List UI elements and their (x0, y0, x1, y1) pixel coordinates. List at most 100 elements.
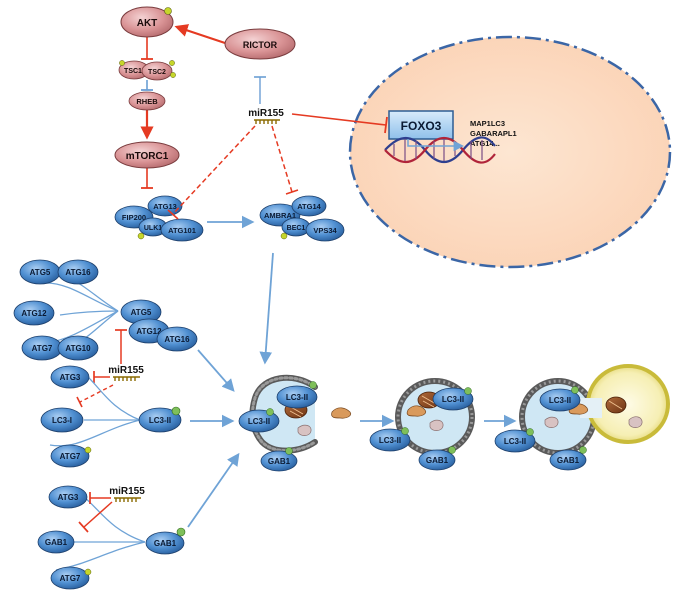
mir155-inhibits-ulk (172, 125, 256, 215)
cargo-protein-icon (429, 419, 444, 431)
mir155-top-label: miR155 (248, 108, 284, 119)
atg10-label: ATG10 (65, 344, 91, 353)
nucleus: FOXO3 MAP1LC3 GABARAPL1 ATG14... (348, 35, 672, 269)
mtorc1-label: mTORC1 (126, 151, 169, 162)
atg3-node (50, 365, 90, 389)
atg12-label: ATG12 (21, 309, 47, 318)
s3-lc3-ii-b-label: LC3-II (504, 437, 526, 446)
s3-lc3-ii-a-label: LC3-II (549, 396, 571, 405)
target-gene-3: ATG14... (470, 139, 500, 148)
atg16-label: ATG16 (65, 268, 91, 277)
s2-lc3-ii-a (432, 387, 474, 411)
cargo-protein-icon (297, 424, 312, 436)
atg12-node (13, 300, 55, 326)
s1-gab1 (260, 450, 298, 472)
atg16-complex-node (156, 326, 198, 352)
mir155-inhibits-gab1 (83, 501, 113, 528)
atg5-label: ATG5 (30, 268, 51, 277)
gab-pathway: ATG3 GAB1 ATG7 GAB1 miR155 (37, 485, 186, 590)
vps34-label: VPS34 (313, 226, 337, 235)
gab-gab1-node (37, 530, 75, 554)
mir155-inhibits-lc3-dashed (79, 384, 114, 403)
cargo-protein-icon (628, 416, 643, 428)
s1-lc3-ii-a (276, 385, 318, 409)
phospho-dot (137, 232, 145, 240)
s3-lc3-ii-b (494, 429, 536, 453)
phospho-dot (84, 446, 92, 454)
vps34-node (305, 218, 345, 242)
gab1-to-phagophore-arrow (187, 452, 240, 528)
atg7-label: ATG7 (32, 344, 53, 353)
target-gene-2: GABARAPL1 (470, 129, 517, 138)
s3-gab1-label: GAB1 (557, 456, 580, 465)
akt-mtor-pathway: AKT TSC1 TSC2 RHEB mTORC1 RICTOR (114, 6, 296, 189)
tsc2-node (141, 61, 173, 81)
fip200-label: FIP200 (122, 213, 146, 222)
cargo-protein-icon (331, 407, 352, 419)
gab-atg7-node (50, 566, 90, 590)
phospho-dot (119, 60, 125, 66)
rheb-label: RHEB (136, 97, 158, 106)
foxo3-label: FOXO3 (401, 119, 442, 133)
pi3k-complex: AMBRA1 ATG14 BEC1 VPS34 (259, 195, 345, 242)
nucleus-membrane (348, 35, 672, 269)
phospho-dot (169, 60, 175, 66)
mir155-gab-label: miR155 (109, 486, 145, 497)
s2-lc3-ii-b (369, 428, 411, 452)
autolysosome-stage-3: LC3-II LC3-II GAB1 (494, 364, 670, 471)
cargo-protein-icon (544, 416, 559, 428)
atg12-complex-label: ATG12 (136, 327, 162, 336)
atg101-node (160, 218, 204, 242)
atg5-complex-label: ATG5 (131, 308, 152, 317)
conjugation-curves (45, 282, 119, 344)
atg7b-node (50, 444, 90, 468)
s3-gab1 (549, 449, 587, 471)
mirna-strand-icon (114, 497, 141, 502)
atg7b-label: ATG7 (60, 452, 81, 461)
atg3-label: ATG3 (60, 373, 81, 382)
atg13-node (147, 195, 183, 217)
lc3-i-node (40, 407, 84, 433)
cargo-protein-icon (406, 405, 427, 417)
phospho-dot (280, 232, 288, 240)
mir155-conj-label: miR155 (108, 365, 144, 376)
dna-helix-icon (384, 136, 496, 164)
pi3k-to-phagophore-arrow (259, 252, 274, 365)
atg101-label: ATG101 (168, 226, 196, 235)
gab1-output-node (145, 531, 185, 555)
mirna-strand-icon (254, 119, 280, 124)
akt-node (120, 6, 174, 38)
lc3-ii-label: LC3-II (149, 416, 171, 425)
foxo3-box (388, 110, 454, 140)
s3-lc3-ii-a (539, 388, 581, 412)
phospho-dot (170, 72, 176, 78)
atg16-node (57, 259, 99, 285)
s1-lc3-ii-a-label: LC3-II (286, 393, 308, 402)
gab-atg3-label: ATG3 (58, 493, 79, 502)
phagophore-stage-1: LC3-II LC3-II GAB1 (238, 374, 352, 472)
gab-atg7-label: ATG7 (60, 574, 81, 583)
s1-lc3-ii-b-label: LC3-II (248, 417, 270, 426)
rictor-to-akt-arrow (174, 24, 229, 46)
atg10-node (57, 335, 99, 361)
atg16-complex-label: ATG16 (164, 335, 190, 344)
lc3-ii-node (138, 407, 182, 433)
mir155-inhibits-foxo3 (291, 113, 387, 126)
tsc2-label: TSC2 (148, 69, 166, 76)
atg14-node (291, 195, 327, 217)
phospho-dot (84, 568, 92, 576)
s2-gab1-label: GAB1 (426, 456, 449, 465)
atg13-label: ATG13 (153, 202, 177, 211)
gab1-output-label: GAB1 (154, 539, 177, 548)
target-gene-1: MAP1LC3 (470, 119, 505, 128)
ulk-complex: FIP200 ATG13 ULK1 ATG101 (114, 195, 204, 242)
akt-label: AKT (137, 18, 158, 29)
ulk1-label: ULK1 (144, 225, 162, 232)
autophagosome-stage-2: LC3-II LC3-II GAB1 (369, 378, 475, 471)
phospho-dot (164, 7, 172, 15)
lc3-i-label: LC3-I (52, 416, 72, 425)
s2-lc3-ii-b-label: LC3-II (379, 436, 401, 445)
rictor-label: RICTOR (243, 40, 278, 50)
ambra1-label: AMBRA1 (264, 211, 296, 220)
bec1-label: BEC1 (287, 225, 306, 232)
